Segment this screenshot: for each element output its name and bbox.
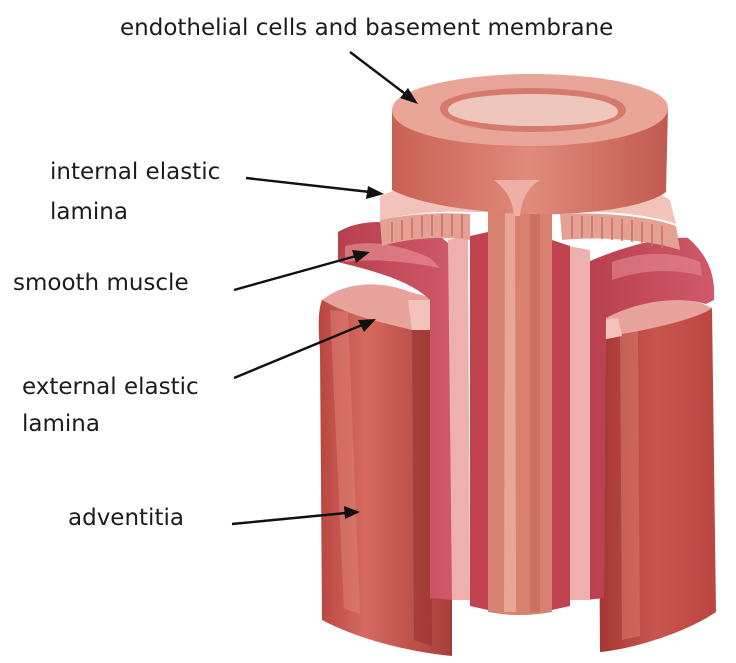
arrow-endothelial — [350, 52, 408, 96]
endothelium-tube — [392, 74, 668, 216]
label-smooth-muscle: smooth muscle — [13, 269, 189, 297]
label-internal-elastic-lamina-line1: internal elastic — [50, 158, 220, 186]
arrow-internal-elastic — [246, 178, 370, 192]
intima-column — [488, 200, 552, 615]
label-adventitia: adventitia — [68, 504, 184, 532]
label-internal-elastic-lamina-line2: lamina — [50, 198, 128, 226]
arrow-smooth-muscle — [234, 256, 356, 290]
label-external-elastic-lamina-line2: lamina — [22, 410, 100, 438]
label-endothelial-cells: endothelial cells and basement membrane — [120, 14, 613, 42]
label-external-elastic-lamina-line1: external elastic — [22, 373, 199, 401]
